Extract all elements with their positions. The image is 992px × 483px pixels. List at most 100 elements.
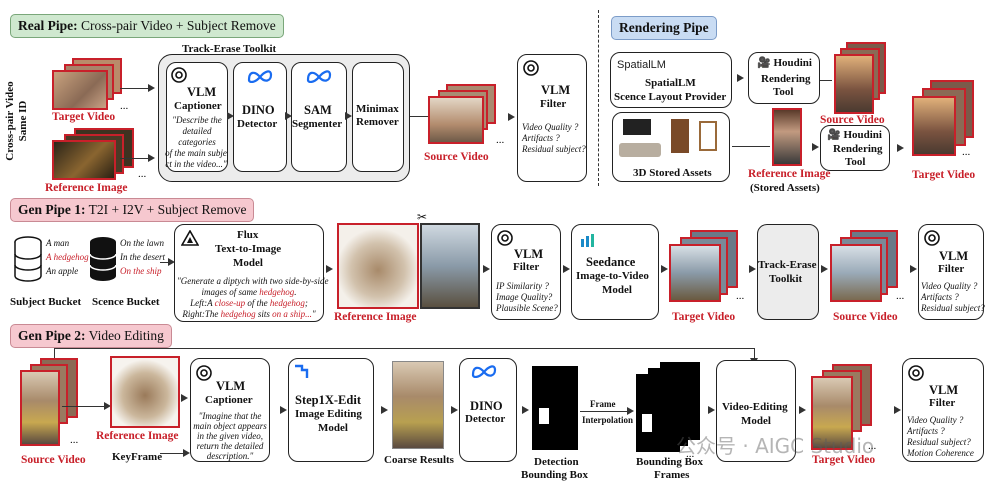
- filter-item: Artifacts ?: [522, 133, 560, 143]
- scene-item: On the ship: [120, 266, 162, 276]
- houdini-sub: Rendering: [761, 73, 811, 85]
- step1x-sub: Image Editing: [295, 408, 362, 420]
- step1x-sub2: Model: [318, 422, 348, 434]
- subject-item: A hedgehog: [46, 252, 89, 262]
- coarse-result-thumb: [392, 361, 444, 449]
- arrow-head: [483, 265, 490, 273]
- arrow-line: [160, 453, 186, 454]
- render-source-thumb: [834, 54, 874, 114]
- stored-assets-label: 3D Stored Assets: [633, 167, 712, 179]
- door-asset: [671, 119, 689, 153]
- detection-bbox: [539, 408, 549, 424]
- gen2-header-rest: Video Editing: [85, 328, 164, 343]
- gen2-target-label: Target Video: [812, 454, 876, 466]
- arrow-line: [160, 262, 170, 263]
- arrow-head: [661, 265, 668, 273]
- houdini-box-2: 🎥 Houdini Rendering Tool: [820, 125, 890, 171]
- dots: ...: [496, 134, 505, 146]
- gen1-filter-title: VLM: [514, 247, 544, 261]
- gen1-filter2-item: Artifacts ?: [921, 292, 959, 302]
- seedance-sub2: Model: [602, 284, 632, 296]
- scissors-icon: ✂: [417, 210, 428, 224]
- arrow-head: [280, 406, 287, 414]
- gen1-target-thumb: [669, 244, 721, 302]
- arrow-head: [451, 406, 458, 414]
- gen1-filter-item: Plausible Scene?: [496, 303, 558, 313]
- arrow-head: [737, 74, 744, 82]
- prompt-line: "Generate a diptych with two side-by-sid…: [177, 276, 329, 286]
- gen1-header: Gen Pipe 1: T2I + I2V + Subject Remove: [10, 198, 255, 222]
- prompt-seg: ;: [304, 298, 308, 308]
- prompt-seg: sits: [255, 309, 273, 319]
- subject-bucket-label: Subject Bucket: [10, 296, 82, 308]
- bypass-line: [54, 348, 55, 360]
- arrow-line: [410, 116, 428, 117]
- ref-stored-label: Reference Image: [748, 168, 831, 180]
- arrow-line: [820, 80, 832, 81]
- bbox-frames-sub: Frames: [654, 469, 690, 481]
- gen1-filter2-item: Residual subject?: [921, 303, 985, 313]
- render-source-label: Source Video: [820, 114, 885, 126]
- houdini2-title-text: Houdini: [843, 129, 882, 141]
- arrow-head: [181, 394, 188, 402]
- ref-stored-sub: (Stored Assets): [750, 182, 820, 194]
- arrow-head: [522, 406, 529, 414]
- arrow-head: [821, 265, 828, 273]
- bbox-frames-label: Bounding Box: [636, 456, 703, 468]
- gen1-filter2-title: VLM: [939, 249, 969, 263]
- arrow-head: [508, 113, 515, 121]
- bbox-frame: [636, 374, 680, 452]
- houdini-box-1: 🎥 Houdini Rendering Tool: [748, 52, 820, 104]
- render-target-label: Target Video: [912, 169, 976, 181]
- gen2-dino-title: DINO: [470, 399, 503, 413]
- flux-box: Flux Text-to-Image Model "Generate a dip…: [174, 224, 329, 322]
- gen2-filter-box: VLM Filter Video Quality ? Artifacts ? R…: [902, 358, 984, 462]
- database-icon: [89, 237, 117, 281]
- arrow-line: [62, 406, 106, 407]
- prompt-seg: hedgehog: [269, 298, 305, 308]
- caption-line: categories: [178, 137, 216, 147]
- arrow-head: [799, 406, 806, 414]
- real-pipe-header-rest: Cross-pair Video + Subject Remove: [77, 18, 276, 33]
- sam-sub: Segmenter: [292, 118, 343, 130]
- openai-icon: [924, 230, 940, 246]
- dots: ...: [896, 290, 905, 302]
- video-editing-box: Video-Editing Model: [716, 360, 796, 462]
- scene-item: In the desert: [120, 252, 165, 262]
- bbox-frame-box: [642, 414, 652, 432]
- cross-pair-label-1: Cross-pair Video: [4, 81, 16, 161]
- caption-line: "Describe the: [172, 115, 222, 125]
- gen2-caption-line: in the given video,: [197, 431, 263, 441]
- gen1-source-label: Source Video: [833, 311, 898, 323]
- caption-line: ct in the video...": [165, 159, 227, 169]
- gen1-header-rest: T2I + I2V + Subject Remove: [85, 202, 247, 217]
- flux-sub: Text-to-Image: [215, 243, 282, 255]
- bypass-line: [54, 348, 754, 349]
- meta-icon: [247, 70, 273, 83]
- render-target-thumb: [912, 96, 956, 156]
- real-pipe-header-bold: Real Pipe:: [18, 18, 78, 33]
- arrow-head: [812, 143, 819, 151]
- gen1-vlm-filter-box: VLM Filter IP Similarity ? Image Quality…: [491, 224, 561, 320]
- gen1-source-thumb: [830, 244, 882, 302]
- arrow-head: [148, 154, 155, 162]
- step1x-icon: [295, 364, 309, 378]
- video-editing-sub: Model: [741, 415, 771, 427]
- houdini2-sub: Rendering: [833, 143, 883, 155]
- step1x-title: Step1X-Edit: [295, 393, 361, 407]
- houdini-title-text: Houdini: [773, 57, 812, 69]
- gen2-filter-item: Motion Coherence: [907, 448, 974, 458]
- gen2-filter-sub: Filter: [929, 397, 956, 409]
- assets-box: 3D Stored Assets: [612, 112, 730, 182]
- video-editing-title: Video-Editing: [722, 401, 788, 413]
- reference-thumb: [52, 140, 116, 180]
- spatiallm-name: SpatialLM: [645, 77, 696, 89]
- watermark: 公众号 · AIGC Studio: [676, 434, 875, 458]
- subject-item: An apple: [46, 266, 79, 276]
- flux-sub2: Model: [233, 257, 263, 269]
- prompt-seg: hedgehog: [220, 309, 256, 319]
- captioner-label: Captioner: [174, 100, 222, 112]
- dots: ...: [868, 440, 877, 452]
- bypass-line: [754, 348, 755, 360]
- seedance-sub: Image-to-Video: [576, 270, 649, 282]
